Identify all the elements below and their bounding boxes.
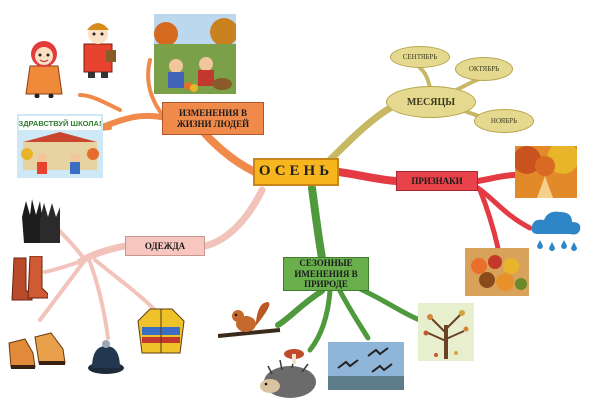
birds-picture-icon: [328, 342, 404, 390]
branch-clothes: ОДЕЖДА: [125, 236, 205, 256]
rain-cloud-icon: [531, 211, 581, 251]
branch-months: МЕСЯЦЫ: [386, 86, 476, 118]
branch-nature-changes: СЕЗОННЫЕ ИМЕНЕНИЯ В ПРИРОДЕ: [283, 257, 369, 291]
shoes-icon: [8, 332, 66, 369]
central-topic: ОСЕНЬ: [253, 158, 339, 186]
hedgehog-icon: [260, 349, 316, 398]
month-october: ОКТЯБРЬ: [455, 57, 513, 81]
branch-life-changes: ИЗМЕНЕНИЯ В ЖИЗНИ ЛЮДЕЙ: [162, 102, 264, 135]
month-november: НОЯБРЬ: [474, 109, 534, 133]
harvest-picture-icon: [154, 14, 236, 94]
boy-doll-icon: [83, 23, 116, 78]
school-picture-icon: ЗДРАВСТВУЙ ШКОЛА!: [17, 114, 103, 178]
hat-icon: [88, 340, 124, 374]
harvest-basket-icon: [465, 248, 529, 296]
tree-picture-icon: [418, 303, 474, 361]
school-banner-text: ЗДРАВСТВУЙ ШКОЛА!: [19, 119, 102, 128]
gloves-icon: [22, 199, 60, 243]
branch-signs: ПРИЗНАКИ: [396, 171, 478, 191]
squirrel-icon: [217, 302, 281, 338]
autumn-forest-picture-icon: [515, 146, 577, 198]
girl-doll-icon: [25, 41, 63, 98]
boots-icon: [11, 256, 48, 301]
month-september: СЕНТЯБРЬ: [390, 46, 450, 68]
jacket-icon: [137, 308, 185, 354]
